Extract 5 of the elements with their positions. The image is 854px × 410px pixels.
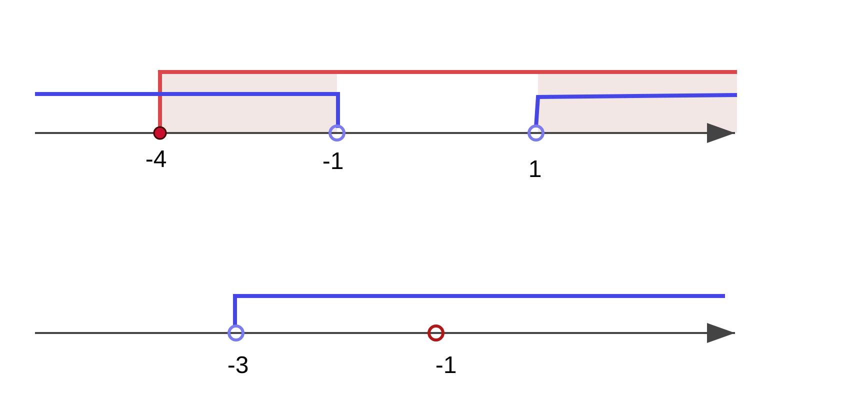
tick-label: 1 <box>528 158 542 182</box>
tick-label: -4 <box>145 148 167 172</box>
tick-label: -1 <box>322 150 344 174</box>
tick-label: -1 <box>435 354 457 378</box>
tick-label: -3 <box>227 354 249 378</box>
